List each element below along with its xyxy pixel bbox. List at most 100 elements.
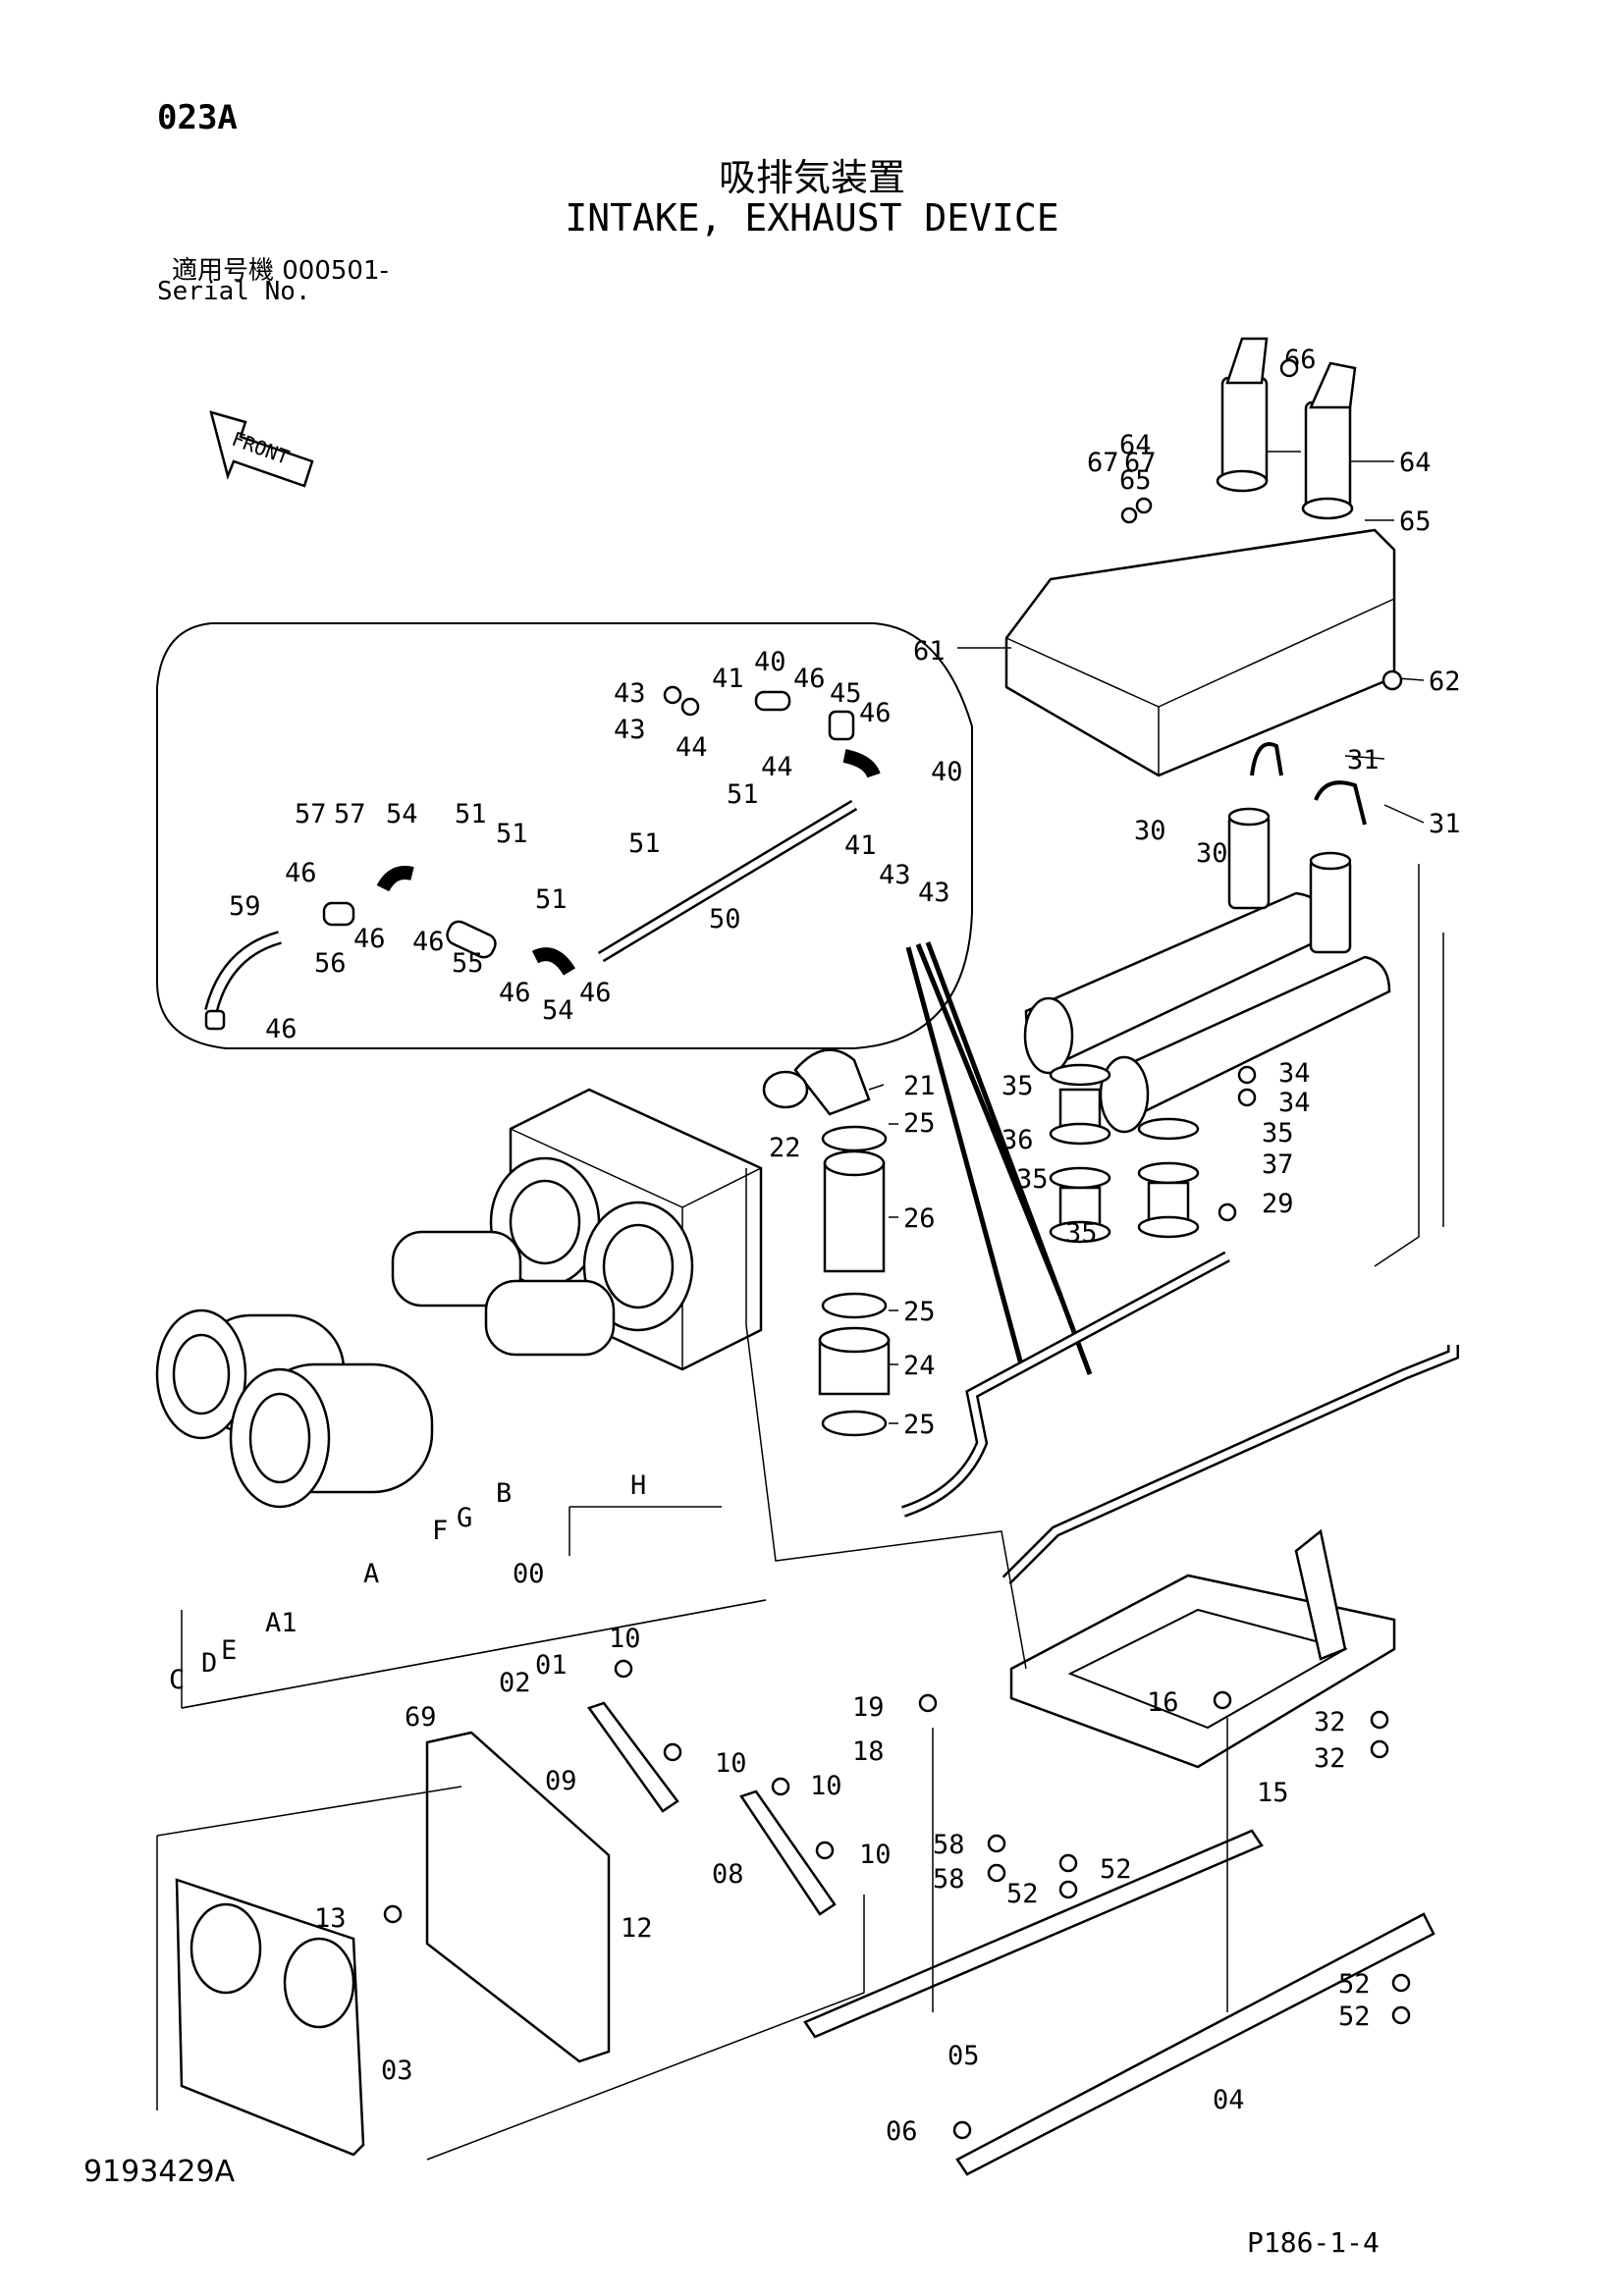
air-cleaner <box>155 1088 763 1509</box>
callout-19: 19 <box>852 1692 885 1723</box>
callout-58: 58 <box>933 1830 965 1860</box>
callout-69: 69 <box>405 1702 437 1733</box>
callout-21: 21 <box>903 1071 936 1101</box>
callout-59: 59 <box>229 891 261 922</box>
callout-25: 25 <box>903 1297 936 1327</box>
callout-67: 67 <box>1124 448 1157 478</box>
callout-46: 46 <box>265 1014 298 1044</box>
callout-57: 57 <box>295 799 327 829</box>
drawing-number: 9193429A <box>83 2155 236 2189</box>
callout-52: 52 <box>1006 1879 1039 1909</box>
callout-62: 62 <box>1429 667 1461 697</box>
callout-34: 34 <box>1278 1088 1311 1118</box>
callout-51: 51 <box>535 884 568 915</box>
page-code: 023A <box>157 98 238 137</box>
callout-46: 46 <box>412 927 445 957</box>
callout-32: 32 <box>1314 1743 1346 1774</box>
callout-65: 65 <box>1399 507 1432 537</box>
base-rails <box>803 1829 1435 2176</box>
callout-03: 03 <box>381 2056 413 2086</box>
intake-tubes <box>762 1048 891 1437</box>
callout-32: 32 <box>1314 1707 1346 1737</box>
callout-06: 06 <box>886 2116 918 2147</box>
callout-09: 09 <box>545 1766 577 1796</box>
callout-D: D <box>201 1648 217 1679</box>
callout-C: C <box>169 1665 185 1695</box>
callout-52: 52 <box>1338 2002 1371 2032</box>
callout-51: 51 <box>727 779 759 810</box>
callout-57: 57 <box>334 799 366 829</box>
callout-10: 10 <box>810 1771 842 1801</box>
callout-55: 55 <box>452 948 484 979</box>
callout-01: 01 <box>535 1650 568 1681</box>
exhaust-tank <box>1004 337 1396 777</box>
callout-10: 10 <box>715 1748 747 1779</box>
assembly-reference-lines <box>156 864 1444 2161</box>
callout-31: 31 <box>1429 809 1461 839</box>
callout-B: B <box>496 1478 512 1509</box>
callout-64: 64 <box>1399 448 1432 478</box>
callout-leaders <box>181 451 1425 2012</box>
callout-43: 43 <box>614 678 646 709</box>
stays <box>586 1701 837 1916</box>
callout-12: 12 <box>621 1913 653 1944</box>
callout-43: 43 <box>614 715 646 745</box>
callout-F: F <box>432 1516 448 1546</box>
page-reference: P186-1-4 <box>1247 2226 1380 2259</box>
callout-51: 51 <box>455 799 487 829</box>
callout-25: 25 <box>903 1108 936 1139</box>
callout-04: 04 <box>1213 2085 1245 2115</box>
callout-10: 10 <box>609 1624 641 1654</box>
callout-46: 46 <box>859 698 892 728</box>
callout-58: 58 <box>933 1864 965 1895</box>
callout-A1: A1 <box>265 1608 298 1638</box>
callout-41: 41 <box>844 830 877 861</box>
callout-H: H <box>630 1470 646 1501</box>
flange-stacks <box>1049 1063 1200 1244</box>
callout-18: 18 <box>852 1736 885 1767</box>
callout-26: 26 <box>903 1203 936 1234</box>
callout-35: 35 <box>1262 1118 1294 1148</box>
support-stand <box>175 1731 611 2157</box>
inset-leader-lines <box>905 941 1093 1375</box>
callout-54: 54 <box>386 799 418 829</box>
serial-label-english: Serial No. <box>157 277 311 306</box>
callout-labels: 66 64 64 67 67 65 65 61 62 31 31 30 30 4… <box>169 345 1461 2147</box>
callout-E: E <box>221 1635 237 1666</box>
callout-41: 41 <box>712 664 744 694</box>
callout-52: 52 <box>1338 1969 1371 2000</box>
callout-45: 45 <box>830 678 862 709</box>
callout-25: 25 <box>903 1410 936 1440</box>
callout-29: 29 <box>1262 1189 1294 1219</box>
callout-08: 08 <box>712 1859 744 1890</box>
front-arrow-icon: FRONT <box>209 410 314 488</box>
callout-67: 67 <box>1087 448 1119 478</box>
callout-30: 30 <box>1196 838 1228 869</box>
callout-A: A <box>363 1559 379 1589</box>
callout-36: 36 <box>1001 1125 1034 1155</box>
callout-61: 61 <box>913 636 946 667</box>
mounting-frame <box>1009 1528 1396 1769</box>
serial-label-japanese: 適用号機 000501- <box>172 256 389 286</box>
callout-56: 56 <box>314 948 347 979</box>
callout-46: 46 <box>285 858 317 888</box>
inset-detail-outline <box>156 622 973 1049</box>
callout-05: 05 <box>947 2041 980 2071</box>
callout-35: 35 <box>1016 1164 1049 1195</box>
fasteners <box>383 358 1411 2140</box>
inset-hoses <box>204 690 881 1031</box>
mufflers <box>1023 742 1391 1134</box>
callout-43: 43 <box>918 878 950 908</box>
intake-piping <box>901 1251 1459 1585</box>
callout-10: 10 <box>859 1840 892 1870</box>
callout-54: 54 <box>542 995 574 1026</box>
callout-40: 40 <box>931 757 963 787</box>
callout-31: 31 <box>1347 745 1380 775</box>
callout-16: 16 <box>1147 1687 1179 1718</box>
callout-40: 40 <box>754 647 786 677</box>
callout-51: 51 <box>496 819 528 849</box>
title-japanese: 吸排気装置 <box>718 156 905 199</box>
callout-13: 13 <box>314 1903 347 1934</box>
callout-44: 44 <box>676 732 708 763</box>
